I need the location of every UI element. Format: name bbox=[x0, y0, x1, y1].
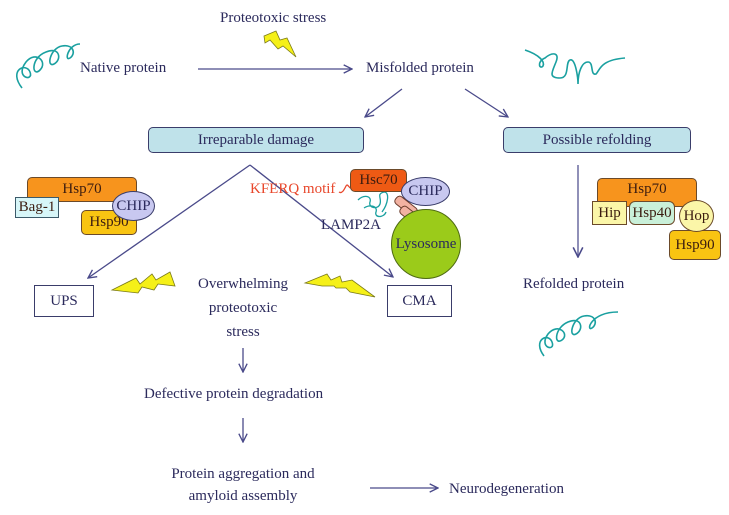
irreparable-damage-label: Irreparable damage bbox=[197, 131, 315, 148]
lamp2a-receptor-icon bbox=[357, 191, 389, 218]
cma-box: CMA bbox=[387, 285, 452, 317]
cma-chip-label: CHIP bbox=[408, 183, 443, 199]
lightning-left-icon bbox=[110, 271, 176, 294]
arrow-irreparable-to-ups bbox=[88, 164, 251, 278]
cma-chip: CHIP bbox=[401, 177, 450, 206]
aggregation-label: Protein aggregation and amyloid assembly bbox=[150, 463, 336, 507]
refold-hop-label: Hop bbox=[683, 207, 710, 224]
refold-hsp40: Hsp40 bbox=[629, 201, 675, 225]
ups-chip-label: CHIP bbox=[116, 197, 151, 214]
aggregation-line-1: Protein aggregation and bbox=[171, 466, 315, 482]
lightning-right-icon bbox=[303, 273, 376, 298]
refold-hsp70-label: Hsp70 bbox=[627, 181, 667, 197]
lamp2a-label: LAMP2A bbox=[321, 217, 382, 233]
lysosome: Lysosome bbox=[391, 209, 461, 279]
misfolded-protein-icon bbox=[524, 49, 626, 85]
refolded-protein-helix-icon bbox=[538, 311, 619, 357]
arrow-irreparable-to-cma bbox=[249, 164, 393, 277]
ups-chip: CHIP bbox=[112, 191, 155, 221]
ups-hsp90-label: Hsp90 bbox=[89, 214, 129, 230]
arrow-misfolded-to-irreparable bbox=[365, 88, 403, 117]
neurodegeneration-label: Neurodegeneration bbox=[449, 481, 564, 497]
lightning-top-icon bbox=[263, 30, 297, 58]
refold-hip-label: Hip bbox=[598, 204, 621, 221]
refold-hop: Hop bbox=[679, 200, 714, 232]
native-protein-helix-icon bbox=[15, 43, 81, 89]
cma-hsc70-label: Hsc70 bbox=[359, 172, 398, 188]
possible-refolding-label: Possible refolding bbox=[542, 131, 652, 148]
overwhelming-line-2: proteotoxic bbox=[208, 300, 278, 316]
refolded-protein-label: Refolded protein bbox=[523, 276, 625, 292]
proteotoxic-stress-label: Proteotoxic stress bbox=[220, 10, 327, 26]
defective-degradation-label: Defective protein degradation bbox=[144, 386, 324, 402]
ups-box: UPS bbox=[34, 285, 94, 317]
kferq-motif-label: KFERQ motif bbox=[250, 181, 336, 197]
ups-bag1: Bag-1 bbox=[15, 197, 59, 218]
lysosome-label: Lysosome bbox=[395, 235, 457, 252]
irreparable-damage-box: Irreparable damage bbox=[148, 127, 364, 153]
cma-hsc70: Hsc70 bbox=[350, 169, 407, 192]
native-protein-label: Native protein bbox=[80, 60, 167, 76]
overwhelming-line-3: stress bbox=[226, 324, 260, 340]
overwhelming-line-1: Overwhelming bbox=[198, 276, 288, 292]
ups-label: UPS bbox=[50, 292, 78, 309]
cma-label: CMA bbox=[402, 292, 437, 309]
refold-hsp90: Hsp90 bbox=[669, 230, 721, 260]
arrow-misfolded-to-refolding bbox=[464, 88, 508, 117]
ups-bag1-label: Bag-1 bbox=[18, 199, 56, 215]
overwhelming-stress-label: Overwhelming proteotoxic stress bbox=[183, 272, 303, 344]
possible-refolding-box: Possible refolding bbox=[503, 127, 691, 153]
misfolded-protein-label: Misfolded protein bbox=[366, 60, 474, 76]
ups-hsp70-label: Hsp70 bbox=[62, 181, 102, 197]
refold-hip: Hip bbox=[592, 201, 627, 225]
aggregation-line-2: amyloid assembly bbox=[188, 488, 298, 504]
refold-hsp40-label: Hsp40 bbox=[632, 204, 672, 221]
refold-hsp90-label: Hsp90 bbox=[675, 236, 715, 253]
